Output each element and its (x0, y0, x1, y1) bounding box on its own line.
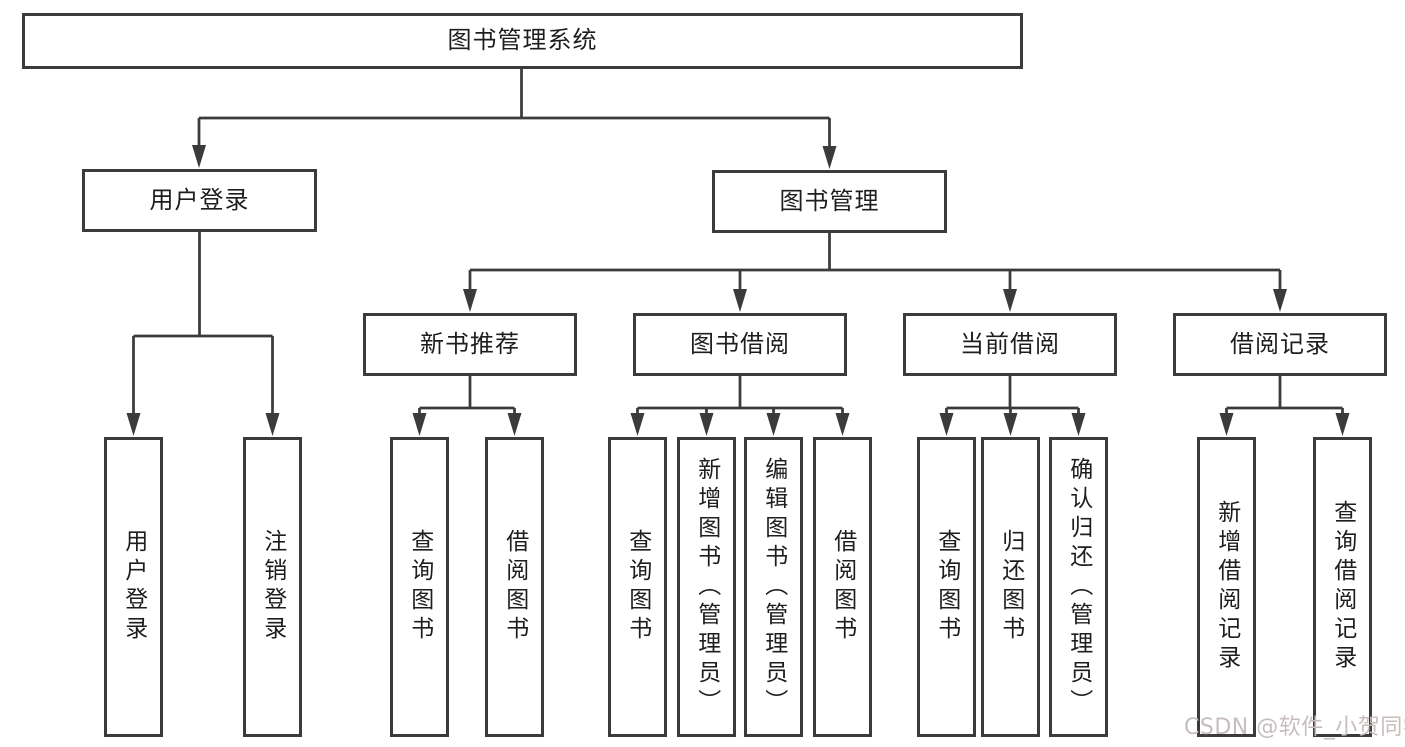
connector-current-borrow-children (939, 375, 1086, 436)
leaf-user-login: 用户登录 (104, 437, 163, 737)
connector-borrow-records-children (1219, 375, 1350, 436)
leaf-query-borrow-record: 查询借阅记录 (1313, 437, 1372, 737)
node-book-management: 图书管理 (712, 170, 947, 233)
leaf-query-books-1: 查询图书 (390, 437, 449, 737)
node-borrowing-records: 借阅记录 (1173, 313, 1387, 376)
connector-root-to-level2 (192, 68, 837, 169)
node-new-book-recommend: 新书推荐 (363, 313, 577, 376)
node-user-login: 用户登录 (82, 169, 317, 232)
leaf-borrow-books-1: 借阅图书 (485, 437, 544, 737)
node-root-library-system: 图书管理系统 (22, 13, 1023, 69)
leaf-edit-book-admin: 编辑图书（管理员） (744, 437, 803, 737)
leaf-return-book: 归还图书 (981, 437, 1040, 737)
leaf-logout: 注销登录 (243, 437, 302, 737)
leaf-query-books-2: 查询图书 (608, 437, 667, 737)
csdn-watermark: CSDN @软件_小贺同学 (1184, 715, 1405, 740)
leaf-borrow-books-2: 借阅图书 (813, 437, 872, 737)
leaf-query-books-3: 查询图书 (917, 437, 976, 737)
leaf-add-borrow-record: 新增借阅记录 (1197, 437, 1256, 737)
leaf-confirm-return-admin: 确认归还（管理员） (1049, 437, 1108, 737)
node-current-borrowing: 当前借阅 (903, 313, 1117, 376)
connector-new-books-children (412, 375, 522, 436)
node-book-borrowing: 图书借阅 (633, 313, 847, 376)
connector-book-borrow-children (630, 375, 850, 436)
leaf-add-book-admin: 新增图书（管理员） (677, 437, 736, 737)
connector-user-login-children (126, 231, 280, 436)
connector-book-mgmt-to-level3 (463, 232, 1287, 312)
